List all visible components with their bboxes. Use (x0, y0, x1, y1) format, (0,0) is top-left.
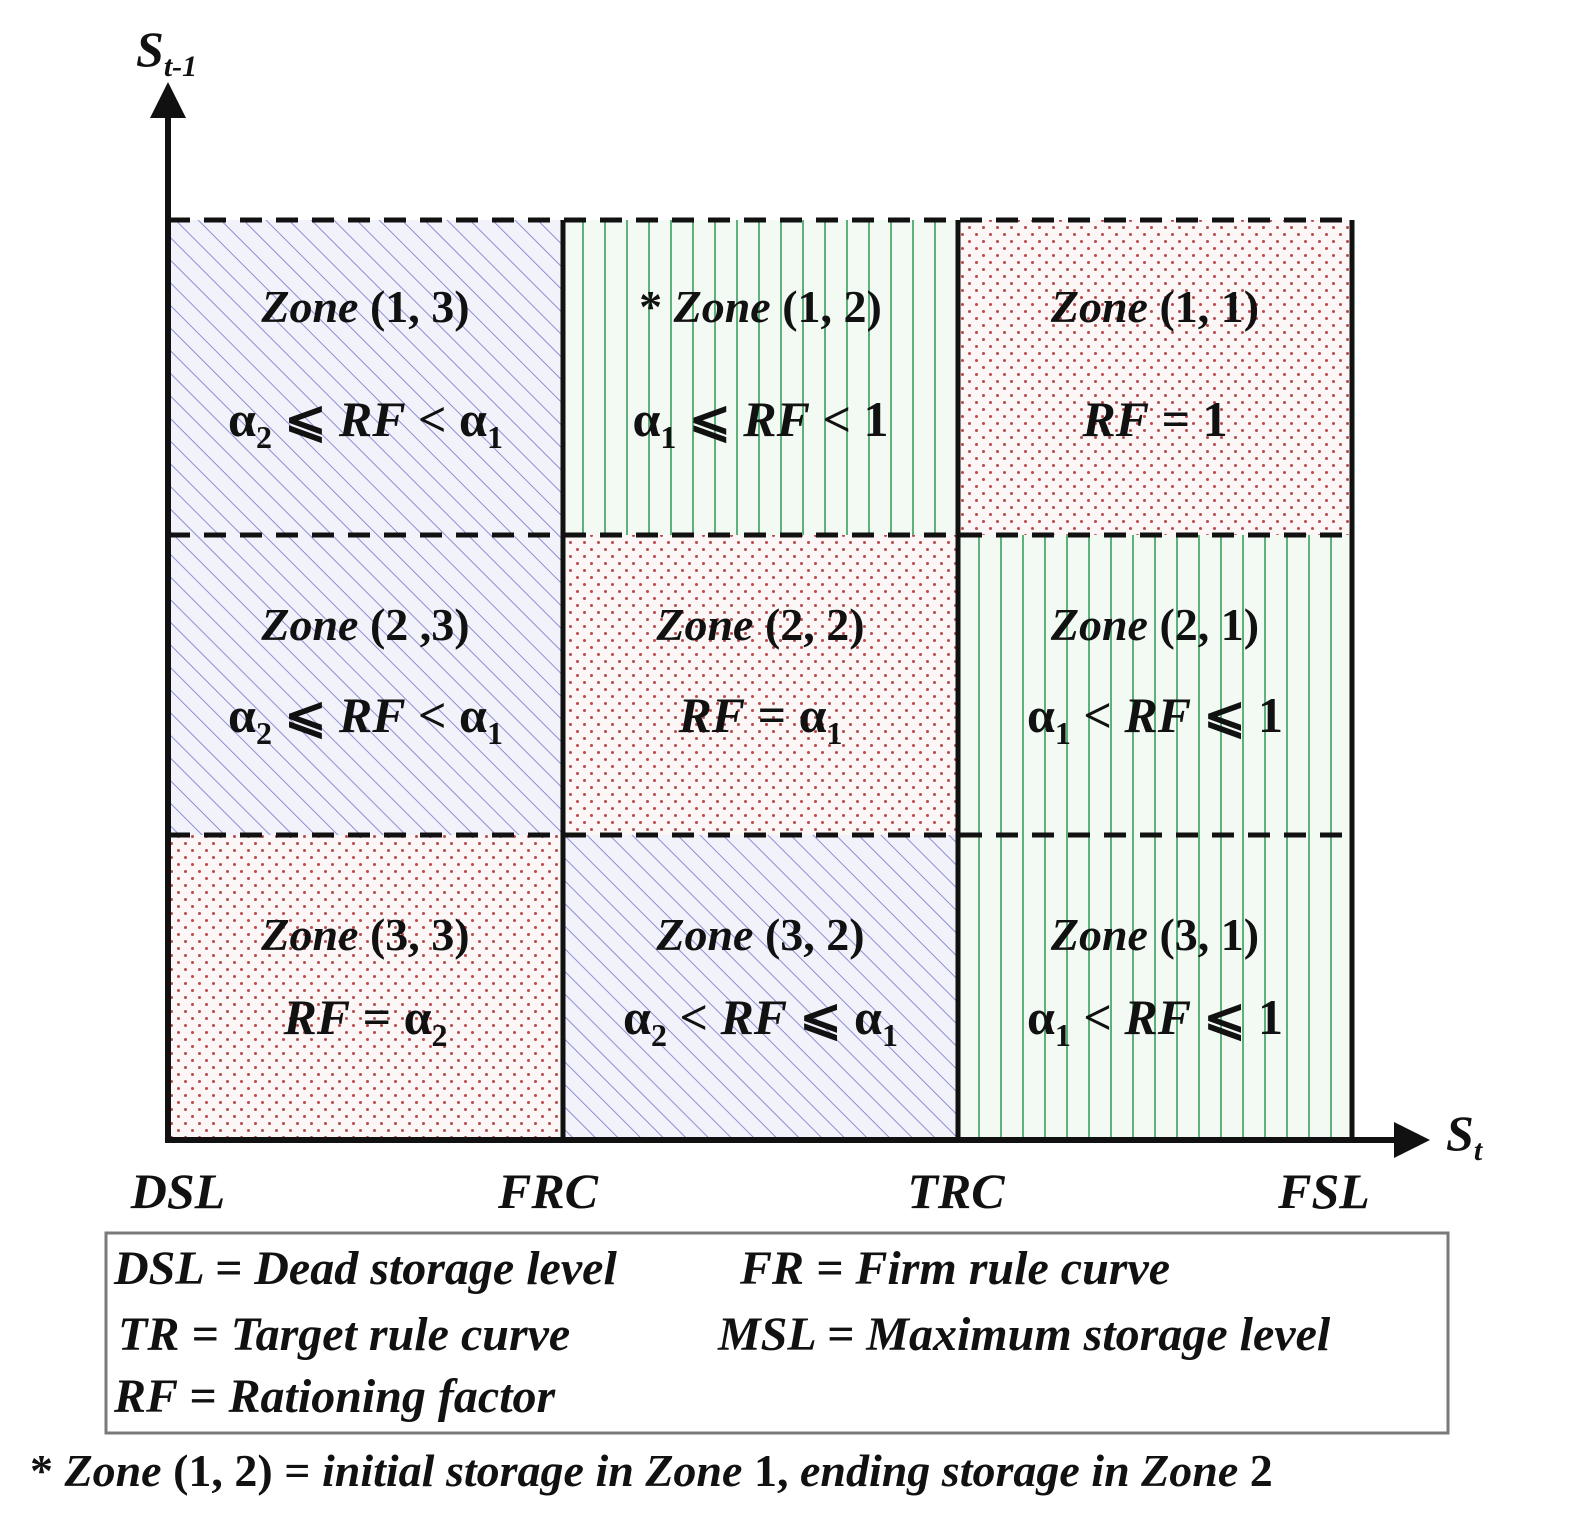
zone-2-1-title: Zone (2, 1) (1050, 599, 1259, 650)
zone-1-3-rationing-condition: α2 ⩽ RF < α1 (228, 391, 503, 455)
zone-2-2-rationing-condition: RF = α1 (677, 687, 842, 751)
zone-2-1-rationing-condition: α1 < RF ⩽ 1 (1027, 687, 1283, 751)
zone-3-3-fill (168, 835, 563, 1140)
x-tick-fsl: FSL (1277, 1163, 1370, 1219)
zone-2-2-fill (563, 535, 958, 835)
zone-2-3-rationing-condition: α2 ⩽ RF < α1 (228, 687, 503, 751)
zone-2-1-fill (958, 535, 1352, 835)
x-axis-label: St (1446, 1105, 1484, 1167)
zone-1-2-fill (563, 220, 958, 535)
zone-grid (168, 217, 1355, 1140)
y-axis-label: St-1 (136, 21, 197, 83)
zone-labels: Zone (1, 3) α2 ⩽ RF < α1 * Zone (1, 2) α1 ⩽… (228, 281, 1283, 1053)
zone-3-2-rationing-condition: α2 < RF ⩽ α1 (623, 989, 898, 1053)
legend-item-fr: FR = Firm rule curve (739, 1242, 1170, 1295)
legend-border (104, 1231, 1450, 1435)
legend-item-rf: RF = Rationing factor (113, 1370, 557, 1423)
zone-1-3-title: Zone (1, 3) (260, 281, 469, 332)
zone-fills (168, 220, 1352, 1140)
x-axis-arrow (1394, 1122, 1430, 1158)
zone-1-2-rationing-condition: α1 ⩽ RF < 1 (632, 391, 888, 455)
legend-item-msl: MSL = Maximum storage level (717, 1308, 1331, 1361)
zone-3-3-rationing-condition: RF = α2 (282, 989, 447, 1053)
zone-1-3-fill (168, 220, 563, 535)
zone-2-2-title: Zone (2, 2) (655, 599, 864, 650)
legend-item-tr: TR = Target rule curve (118, 1308, 570, 1361)
zone-1-2-title: * Zone (1, 2) (639, 281, 882, 332)
legend-box: DSL = Dead storage level FR = Firm rule … (104, 1231, 1450, 1435)
x-tick-trc: TRC (907, 1163, 1005, 1219)
zone-1-1-fill (958, 220, 1352, 535)
legend-item-dsl: DSL = Dead storage level (113, 1242, 617, 1295)
y-axis-arrow (150, 82, 186, 118)
zone-1-1-title: Zone (1, 1) (1050, 281, 1259, 332)
zone-3-3-title: Zone (3, 3) (260, 909, 469, 960)
x-tick-dsl: DSL (130, 1163, 225, 1219)
zone-2-3-fill (168, 535, 563, 835)
x-tick-frc: FRC (497, 1163, 599, 1219)
zone-1-1-rationing-condition: RF = 1 (1081, 391, 1227, 447)
axes: St-1 St (136, 21, 1484, 1167)
zone-2-3-title: Zone (2 ,3) (260, 599, 469, 650)
zone-3-2-title: Zone (3, 2) (655, 909, 864, 960)
x-tick-labels: DSL FRC TRC FSL (130, 1163, 1370, 1219)
zone-3-2-fill (563, 835, 958, 1140)
zone-3-1-fill (958, 835, 1352, 1140)
footnote: * Zone (1, 2) = initial storage in Zone … (30, 1445, 1273, 1496)
zone-3-1-title: Zone (3, 1) (1050, 909, 1259, 960)
zone-3-1-rationing-condition: α1 < RF ⩽ 1 (1027, 989, 1283, 1053)
